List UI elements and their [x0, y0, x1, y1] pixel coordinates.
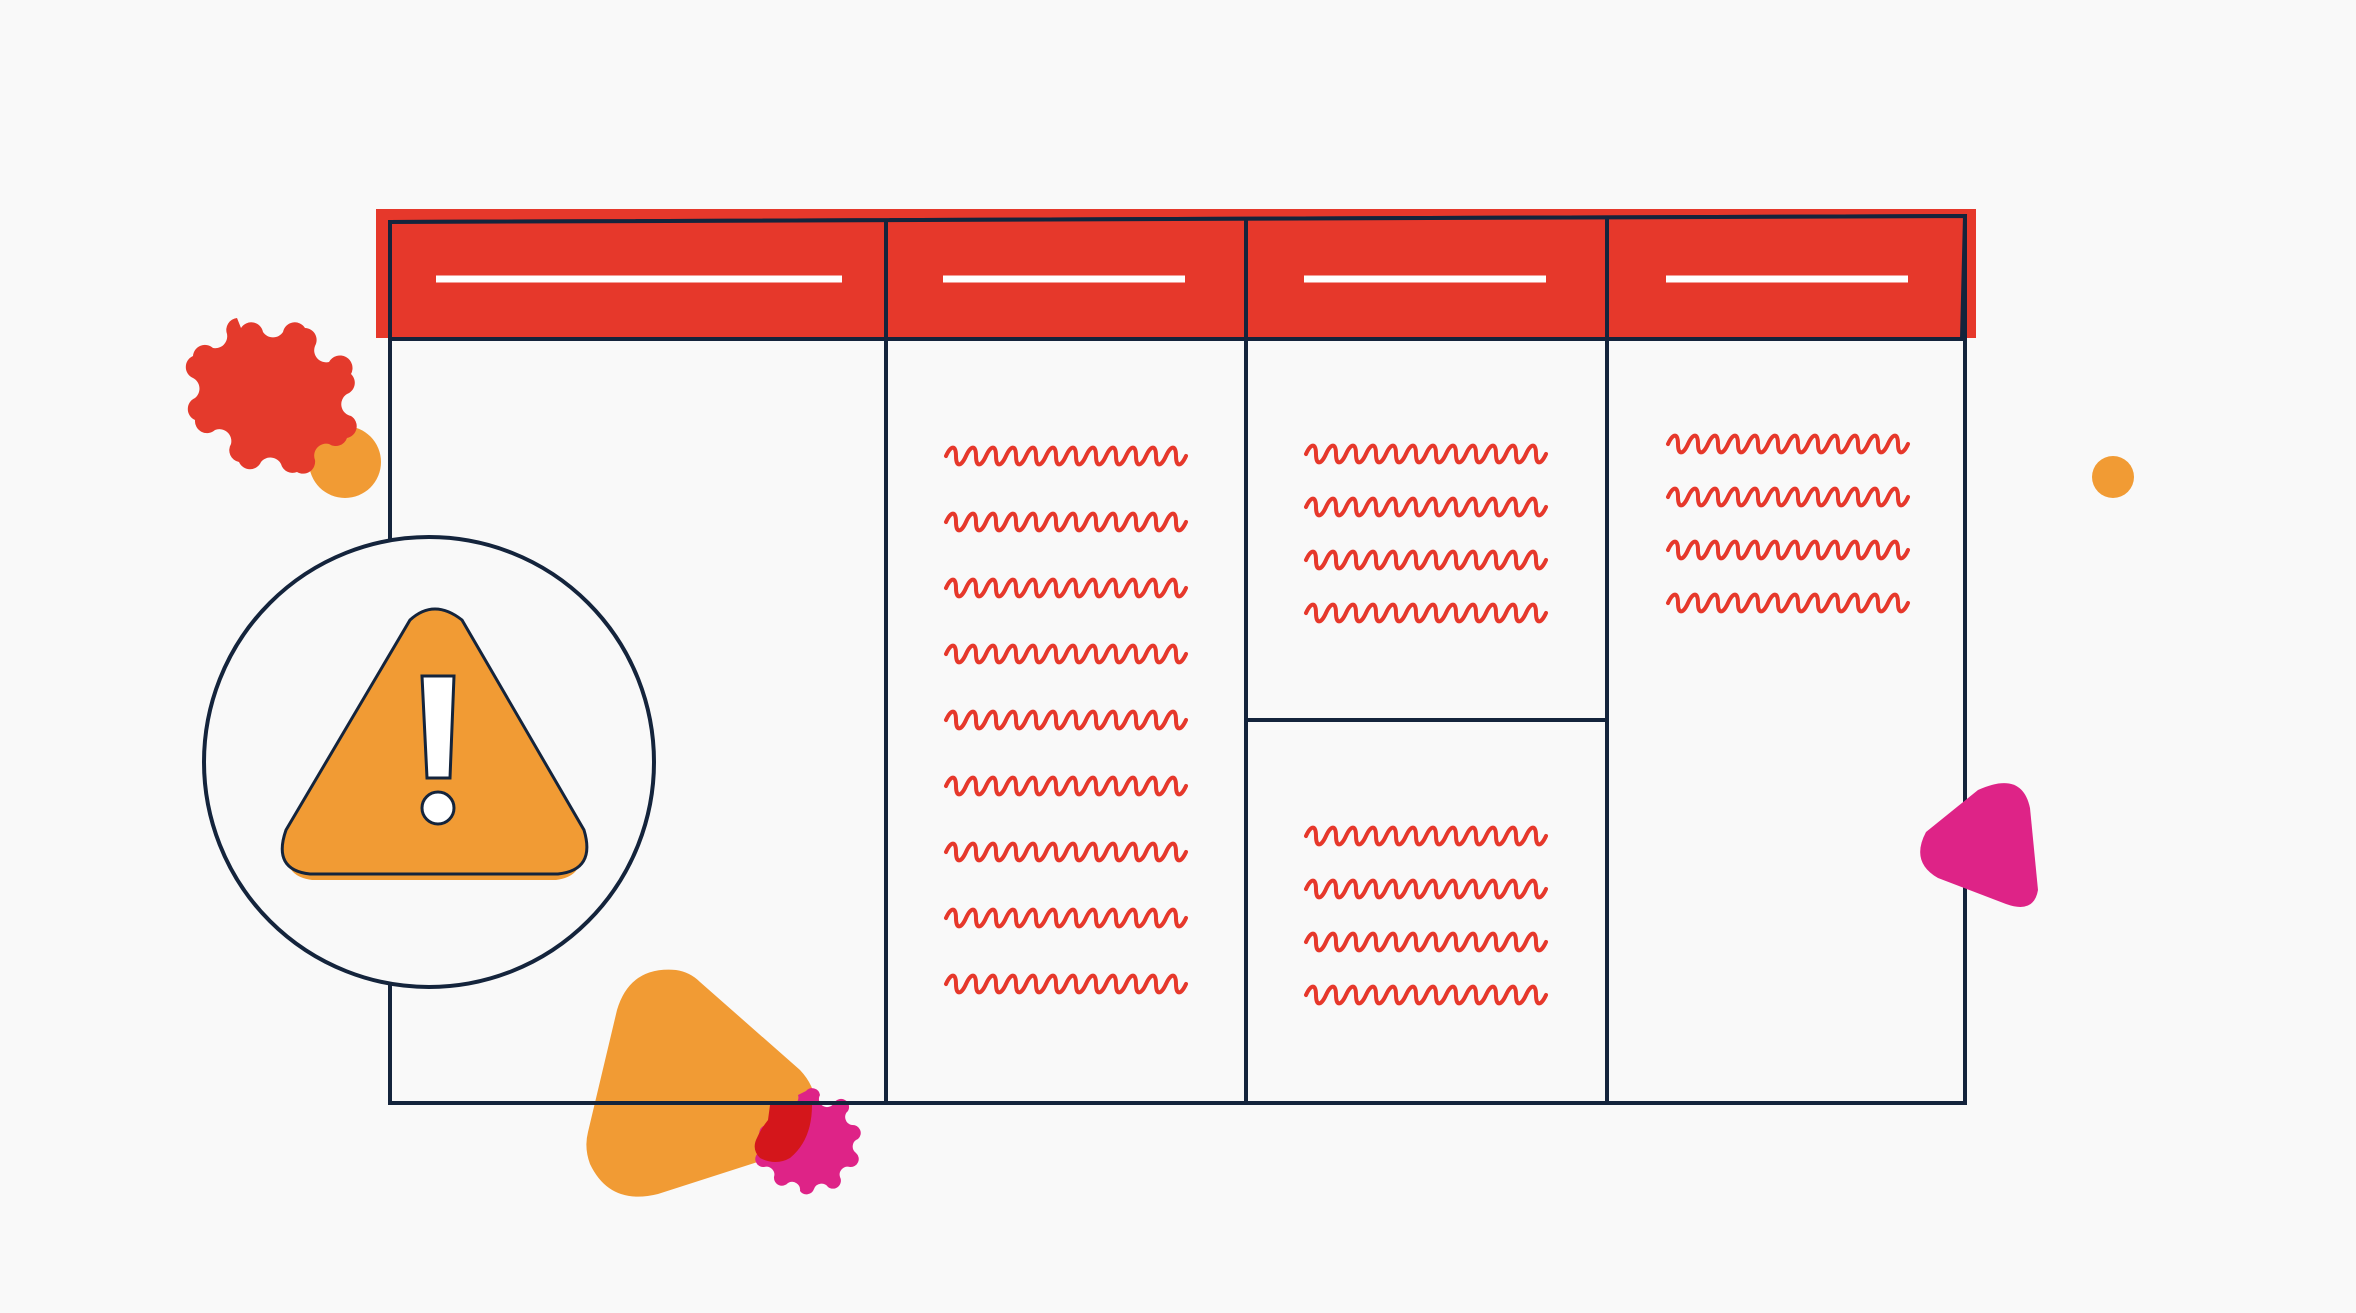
squiggle-line: [1304, 931, 1548, 953]
squiggle-line: [1666, 539, 1910, 561]
squiggle-text-lines: [944, 433, 1910, 1006]
red-gear-blob-icon: [185, 318, 357, 474]
squiggle-line: [1666, 486, 1910, 508]
squiggle-line: [1666, 433, 1910, 455]
squiggle-line: [944, 709, 1188, 731]
squiggle-line: [1304, 984, 1548, 1006]
squiggle-line: [944, 643, 1188, 665]
squiggle-line: [944, 775, 1188, 797]
squiggle-line: [1304, 549, 1548, 571]
squiggle-line: [1304, 496, 1548, 518]
exclamation-icon: [420, 674, 456, 780]
squiggle-line: [944, 445, 1188, 467]
squiggle-line: [1304, 602, 1548, 624]
orange-small-dot-icon: [2092, 456, 2134, 498]
squiggle-line: [1304, 878, 1548, 900]
squiggle-line: [944, 511, 1188, 533]
magenta-blob-triangle-icon: [1920, 783, 2038, 907]
warning-badge: [202, 535, 656, 989]
exclamation-dot-icon: [420, 790, 456, 826]
squiggle-line: [1304, 443, 1548, 465]
squiggle-line: [944, 577, 1188, 599]
squiggle-line: [1304, 825, 1548, 847]
overlap-red-shape: [754, 1105, 812, 1162]
squiggle-line: [1666, 592, 1910, 614]
orange-dot-icon: [309, 426, 381, 498]
squiggle-line: [944, 907, 1188, 929]
squiggle-line: [944, 973, 1188, 995]
squiggle-line: [944, 841, 1188, 863]
